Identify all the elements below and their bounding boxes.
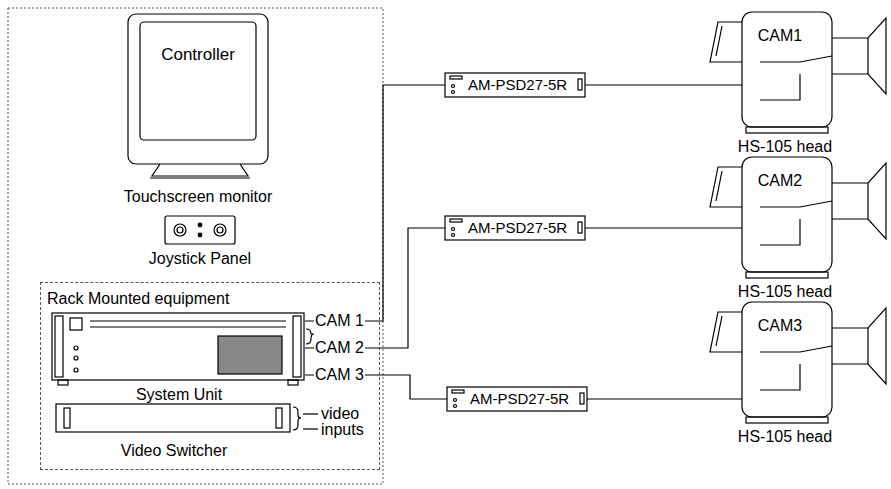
equipment-node: CAM3HS-105 head [742, 302, 832, 447]
cable [585, 84, 742, 85]
group-outline [8, 8, 383, 484]
signal-label: video [321, 405, 359, 423]
node-label: CAM3 [758, 317, 802, 335]
equipment-node: AM-PSD27-5R [445, 73, 585, 97]
equipment-node: AM-PSD27-5R [445, 216, 585, 240]
node-caption: HS-105 head [738, 138, 832, 156]
equipment-node: CAM2HS-105 head [742, 157, 832, 302]
node-label: Controller [161, 46, 235, 65]
signal-label: inputs [321, 421, 364, 439]
joystick-drawing [165, 216, 235, 244]
monitor-drawing [128, 14, 268, 178]
node-label: CAM1 [758, 27, 802, 45]
port-label: CAM 2 [314, 339, 365, 357]
node-label: AM-PSD27-5R [468, 220, 567, 237]
port-label: CAM 1 [314, 312, 365, 330]
equipment-node: Joystick Panel [140, 216, 260, 270]
equipment-node: ControllerTouchscreen monitor [128, 14, 268, 206]
equipment-node: CAM1HS-105 head [742, 12, 832, 157]
cable [587, 398, 742, 399]
node-caption: HS-105 head [738, 283, 832, 301]
node-caption: Touchscreen monitor [124, 188, 273, 206]
cable [305, 228, 445, 348]
power-supply-drawing [445, 73, 587, 411]
node-label: AM-PSD27-5R [468, 77, 567, 94]
system-unit-drawing [52, 313, 314, 385]
port-label: CAM 3 [314, 366, 365, 384]
node-label: Rack Mounted equipment [47, 290, 229, 308]
camera-drawing [710, 12, 886, 133]
node-label: Video Switcher [121, 442, 227, 460]
cable [585, 227, 742, 228]
video-switcher-drawing [56, 404, 318, 432]
node-label: Joystick Panel [149, 250, 251, 268]
cable [305, 85, 445, 321]
node-label: AM-PSD27-5R [470, 391, 569, 408]
equipment-node: Video Switcher [57, 405, 291, 465]
camera-drawing [710, 157, 886, 278]
node-caption: HS-105 head [738, 428, 832, 446]
node-label: System Unit [136, 386, 222, 404]
equipment-node: System Unit [53, 314, 305, 404]
equipment-node: AM-PSD27-5R [447, 387, 587, 411]
node-label: CAM2 [758, 172, 802, 190]
camera-drawing [710, 302, 886, 423]
